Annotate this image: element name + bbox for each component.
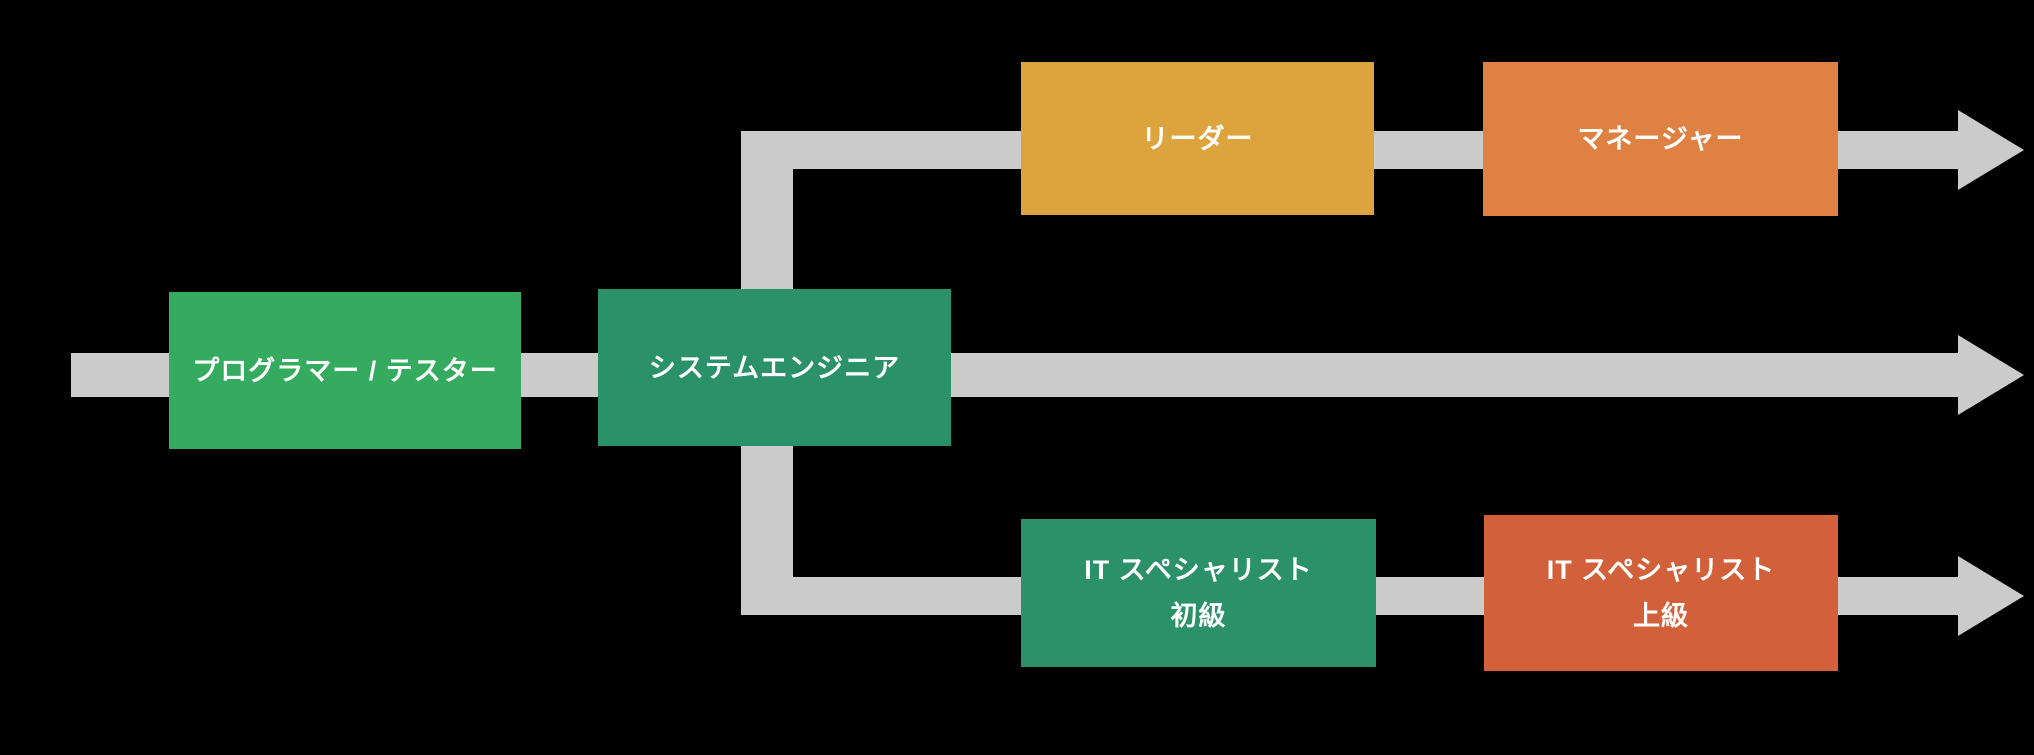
connector-start-to-programmer	[71, 353, 170, 397]
connector-se-to-middle-arrow	[951, 353, 1958, 397]
arrow-right-icon	[1958, 556, 2024, 636]
node-sublabel: 初級	[1170, 601, 1227, 631]
node-programmer-tester: プログラマー / テスター	[169, 292, 521, 449]
node-manager: マネージャー	[1483, 62, 1838, 216]
node-sublabel: 上級	[1633, 601, 1689, 631]
arrow-right-icon	[1958, 335, 2024, 415]
connector-junior-to-senior	[1376, 577, 1484, 615]
connector-up-to-leader	[741, 131, 1021, 169]
connector-programmer-to-se	[521, 353, 598, 397]
node-label: IT スペシャリスト	[1546, 555, 1776, 585]
connector-leader-to-manager	[1374, 131, 1483, 169]
arrow-right-icon	[1958, 110, 2024, 190]
node-label: プログラマー / テスター	[192, 355, 498, 386]
node-label: IT スペシャリスト	[1084, 555, 1313, 585]
connector-down-to-junior	[741, 577, 1021, 615]
connector-senior-to-bottom-arrow	[1838, 577, 1958, 615]
node-system-engineer: システムエンジニア	[598, 289, 951, 446]
node-leader: リーダー	[1021, 62, 1374, 215]
node-label: リーダー	[1141, 123, 1254, 154]
node-it-specialist-senior: IT スペシャリスト 上級	[1484, 515, 1838, 671]
node-it-specialist-junior: IT スペシャリスト 初級	[1021, 519, 1376, 667]
node-label: マネージャー	[1577, 124, 1744, 154]
connector-manager-to-top-arrow	[1838, 131, 1958, 169]
node-label: システムエンジニア	[648, 352, 901, 383]
